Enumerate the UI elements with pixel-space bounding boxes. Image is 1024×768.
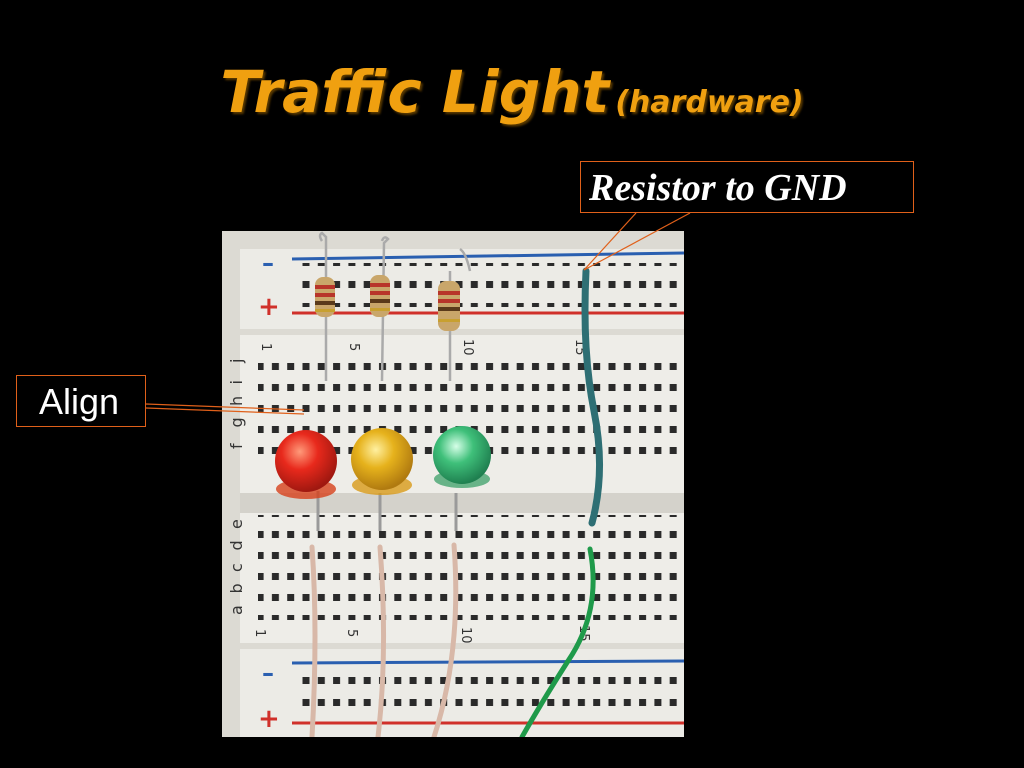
row-letter-lower-d: d [227, 540, 246, 550]
col-number-1-top: 1 [258, 343, 273, 351]
ground-wire-teal [581, 267, 604, 527]
slide-title: Traffic Light(hardware) [0, 58, 1024, 126]
led-yellow [351, 428, 413, 495]
col-number-5-bottom: 5 [344, 629, 359, 637]
rail-minus-bottom: – [262, 659, 274, 687]
col-number-5-top: 5 [346, 343, 361, 351]
title-main: Traffic Light [220, 58, 610, 126]
col-number-10-bottom: 10 [458, 627, 473, 644]
resistor-1 [315, 231, 335, 381]
rail-minus-top: – [262, 249, 274, 277]
led-green [433, 426, 491, 488]
row-letters-upper: j i h g f [227, 359, 246, 449]
align-callout: Align [16, 375, 146, 427]
col-number-1-bottom: 1 [252, 629, 267, 637]
row-letter-upper-j: j [227, 359, 246, 364]
rail-plus-top: + [258, 292, 280, 322]
row-letter-lower-b: b [227, 583, 246, 593]
row-letter-lower-e: e [227, 519, 246, 529]
signal-wires [309, 542, 459, 737]
row-letter-upper-i: i [227, 380, 246, 384]
row-letter-lower-c: c [227, 563, 246, 572]
rail-plus-bottom: + [258, 704, 280, 734]
resistor-3 [438, 247, 472, 381]
row-letter-upper-g: g [227, 417, 246, 427]
ground-wire-green [519, 546, 596, 737]
center-channel [240, 493, 684, 515]
resistor-callout: Resistor to GND [580, 161, 914, 213]
title-sub: (hardware) [615, 85, 804, 120]
resistor-2 [370, 236, 390, 382]
col-number-10-top: 10 [460, 339, 475, 356]
row-letter-lower-a: a [227, 605, 246, 615]
row-letter-upper-f: f [227, 443, 246, 449]
row-letter-upper-h: h [227, 396, 246, 406]
row-letters-lower: e d c b a [227, 519, 246, 615]
led-red [275, 430, 337, 499]
